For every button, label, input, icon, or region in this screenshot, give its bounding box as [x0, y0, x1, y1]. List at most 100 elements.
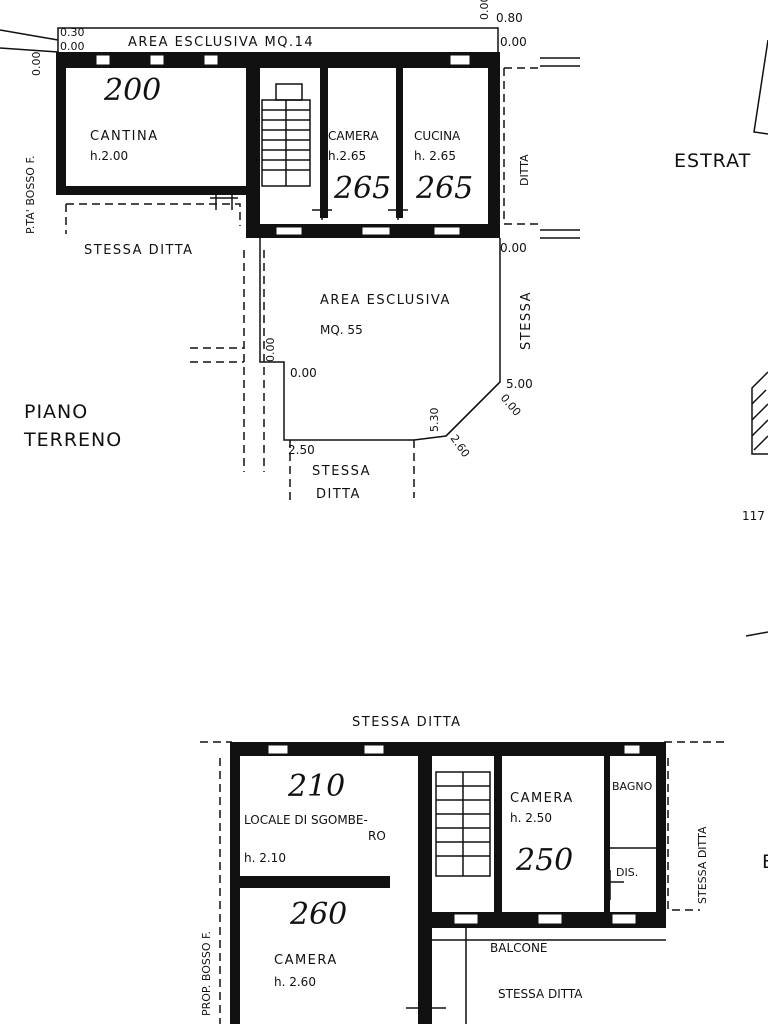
boundary-dashed-left	[243, 250, 265, 472]
wall-partition-1	[320, 68, 328, 218]
area-exclusive-outline	[259, 238, 501, 441]
door-marker	[210, 186, 238, 210]
dim-000-a: 0.00	[60, 40, 85, 53]
dim-000-g: 0.00	[290, 366, 317, 380]
window	[611, 913, 637, 925]
locale-label-2: RO	[368, 829, 386, 843]
number-label: 117	[742, 509, 765, 523]
wall-bagno	[604, 756, 610, 928]
stessa-ditta-right-label: STESSA DITTA	[696, 826, 709, 904]
camera-a-label: CAMERA	[510, 791, 574, 806]
wall-top-upper	[230, 742, 666, 756]
dim-250: 2.50	[288, 443, 315, 457]
boundary-dashed-cantina	[66, 203, 241, 226]
window	[267, 744, 289, 755]
extract-line	[745, 631, 768, 637]
balcone-outline	[432, 928, 666, 1024]
wall-top	[56, 52, 500, 68]
cucina-height-handwritten: 265	[415, 171, 473, 206]
camera-height: h.2.65	[328, 149, 366, 163]
window	[449, 54, 471, 66]
cantina-height-handwritten: 200	[103, 73, 161, 108]
window	[361, 226, 391, 236]
staircase-upper	[435, 771, 491, 877]
extract-outline	[753, 39, 768, 135]
area-main-label: AREA ESCLUSIVA	[320, 293, 451, 308]
staircase	[261, 83, 311, 187]
camera-a-height-handwritten: 250	[515, 843, 573, 878]
window	[203, 54, 219, 66]
locale-height-handwritten: 210	[287, 769, 345, 804]
hatched-block	[751, 371, 768, 455]
cantina-height: h.2.00	[90, 149, 128, 163]
stessa-ditta-bottom-label: STESSA DITTA	[498, 987, 583, 1001]
door-marker-2	[312, 196, 408, 220]
boundary-ticks	[540, 57, 580, 239]
bagno-label: BAGNO	[612, 780, 653, 793]
dis-label: DIS.	[616, 866, 638, 879]
wall-cantina-bottom	[56, 186, 248, 195]
diagonal-boundary	[445, 381, 501, 437]
dim-000-h: 0.00	[498, 392, 524, 419]
piano-label: PIANO	[24, 401, 88, 423]
boundary-dashed-bottom	[289, 440, 415, 504]
stessa-bottom-label: STESSA	[312, 464, 371, 479]
estrat-label: ESTRAT	[674, 150, 751, 172]
stessa-ditta-top-label: STESSA DITTA	[352, 715, 462, 730]
window	[623, 744, 641, 755]
window	[95, 54, 111, 66]
ditta-vertical-label: DITTA	[518, 154, 531, 186]
upper-floor-plan: STESSA DITTA	[200, 715, 724, 1024]
cucina-label: CUCINA	[414, 129, 461, 143]
dim-530: 5.30	[428, 408, 441, 433]
dim-000-b: 0.00	[30, 52, 43, 77]
boundary-line	[0, 29, 59, 41]
stessa-ditta-left-label: STESSA DITTA	[84, 243, 194, 258]
boundary-dashed-right	[503, 68, 540, 225]
prop-bosso-label: PROP. BOSSO F.	[200, 931, 213, 1016]
door-marker-lower	[406, 990, 446, 1024]
locale-label: LOCALE DI SGOMBE-	[244, 813, 368, 827]
e-label: E	[762, 851, 768, 873]
camera-b-height: h. 2.60	[274, 975, 316, 989]
door-marker-upper	[604, 870, 624, 900]
wall-partition-2	[396, 68, 403, 218]
window	[433, 226, 461, 236]
window	[453, 913, 479, 925]
balcone-label: BALCONE	[490, 941, 548, 955]
window	[275, 226, 303, 236]
locale-height: h. 2.10	[244, 851, 286, 865]
boundary-line-2	[0, 47, 59, 53]
camera-b-label: CAMERA	[274, 953, 338, 968]
dim-000-f: 0.00	[264, 338, 277, 363]
ground-floor-plan: AREA ESCLUSIVA MQ.14 200 CANTINA h.2.00 …	[0, 0, 580, 504]
wall-middle	[246, 52, 260, 238]
dim-000-d: 0.00	[500, 35, 527, 49]
window	[537, 913, 563, 925]
dim-030: 0.30	[60, 26, 85, 39]
boundary-dashed-right-upper	[667, 758, 700, 911]
wall-right-upper	[656, 742, 666, 928]
cucina-height: h. 2.65	[414, 149, 456, 163]
dim-260: 2.60	[448, 432, 473, 460]
window	[363, 744, 385, 755]
window	[149, 54, 165, 66]
right-edge-extract: ESTRAT 117 E	[674, 39, 768, 873]
dim-000-e: 0.00	[500, 241, 527, 255]
wall-right	[488, 52, 500, 238]
terreno-label: TERRENO	[23, 429, 122, 451]
camera-label: CAMERA	[328, 129, 379, 143]
boundary-dashed-left-2	[190, 347, 244, 363]
pta-bosso-label: P.TA' BOSSO F.	[24, 155, 37, 234]
wall-cantina-left	[56, 52, 66, 194]
wall-mid-horizontal	[230, 876, 390, 888]
area-main-mq: MQ. 55	[320, 323, 363, 337]
area-top-label: AREA ESCLUSIVA MQ.14	[128, 35, 314, 50]
camera-b-height-handwritten: 260	[289, 897, 347, 932]
wall-stair-right	[494, 756, 502, 928]
camera-height-handwritten: 265	[333, 171, 391, 206]
cantina-label: CANTINA	[90, 129, 159, 144]
dim-000-c: 0.00	[478, 0, 491, 20]
camera-a-height: h. 2.50	[510, 811, 552, 825]
